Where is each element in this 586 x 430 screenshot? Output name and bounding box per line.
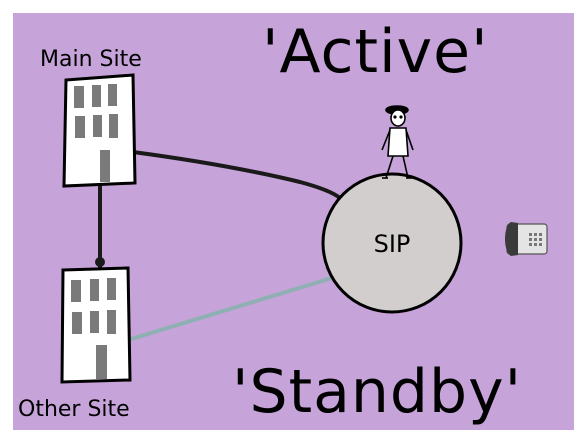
standby-link [127,276,333,342]
person-icon [381,105,414,179]
building-icon [60,266,132,384]
phone-icon [505,222,548,256]
other-site-label: Other Site [18,397,130,422]
active-link [132,150,342,200]
link-junction [95,257,105,267]
standby-label: 'Standby' [232,357,522,427]
active-label: 'Active' [262,17,489,87]
sip-node [321,172,463,314]
sip-label: SIP [374,230,411,258]
building-icon [62,73,137,188]
main-site-label: Main Site [40,47,142,72]
